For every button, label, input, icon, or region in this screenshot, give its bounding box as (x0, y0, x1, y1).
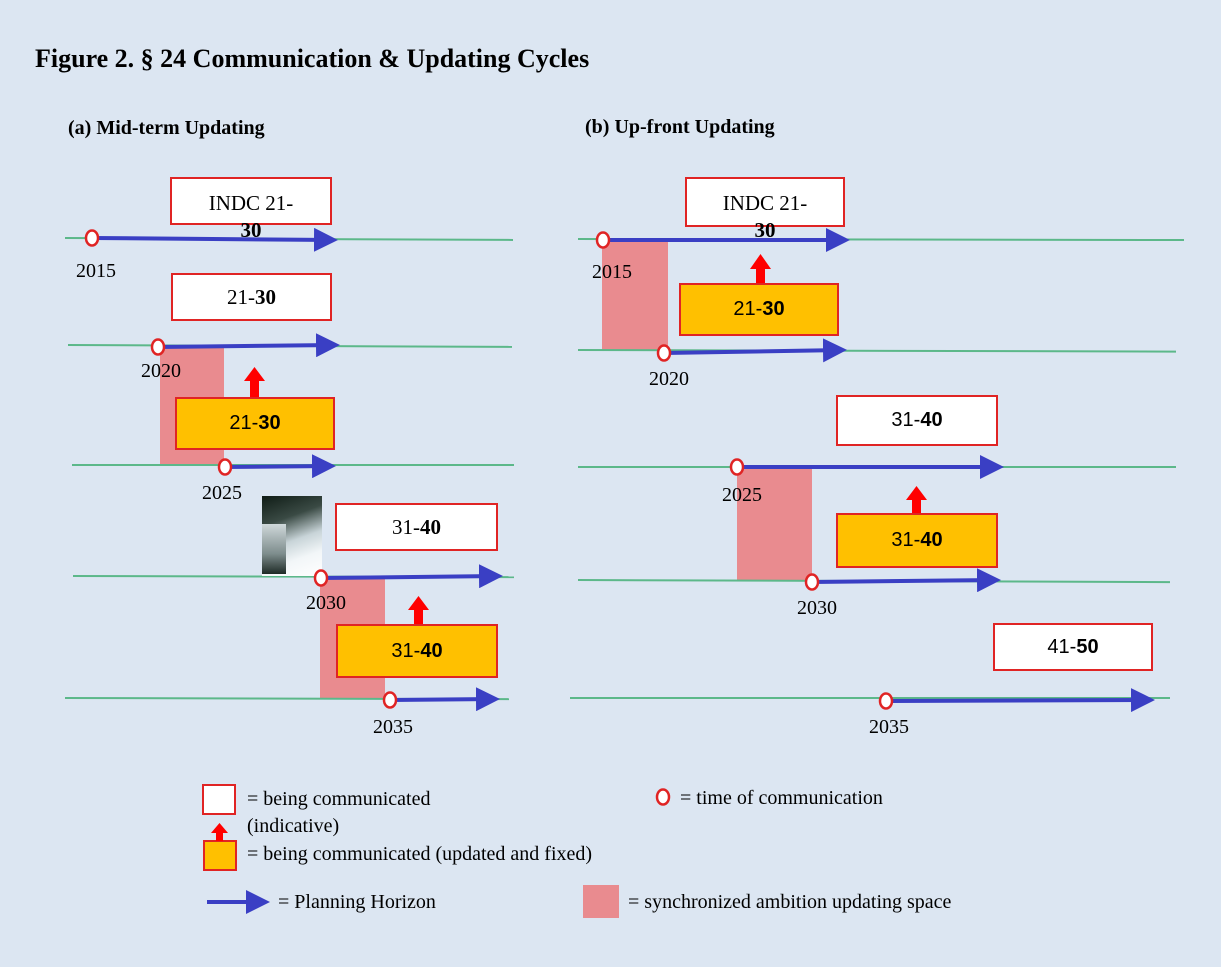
legend-sync-swatch (583, 885, 619, 918)
panel-a-communication-point-2025 (217, 458, 233, 476)
legend-horizon-text: = Planning Horizon (278, 891, 436, 913)
box-label-prefix: 31- (891, 529, 921, 551)
panel-b-communication-point-2020 (656, 344, 672, 362)
panel-b-year-2020: 2020 (649, 368, 689, 390)
legend-communication-point (655, 788, 671, 806)
box-label-prefix: 41- (1047, 635, 1077, 658)
box-label-period: 50 (1076, 635, 1099, 658)
panel-a-horizon-arrow-2035 (389, 687, 500, 712)
panel-b-horizon-arrow-2035 (885, 688, 1155, 713)
panel-b-update-arrow-1 (750, 254, 771, 283)
panel-a-horizon-arrow-2020 (157, 333, 340, 358)
legend-communicated-text: = being communicated (247, 788, 431, 810)
panel-b-update-arrow-2 (906, 486, 927, 513)
legend-sync-text: = synchronized ambition updating space (628, 891, 952, 913)
panel-b-update-space-2 (737, 467, 812, 581)
box-label-period: 40 (420, 639, 443, 662)
box-label-period: 30 (255, 284, 276, 309)
panel-b-communication-point-2035 (878, 692, 894, 710)
panel-b-communication-point-2030 (804, 573, 820, 591)
panel-a-communication-point-2015 (84, 229, 100, 247)
panel-b-indicative-box-2: 41-50 (993, 623, 1153, 671)
panel-b-timeline-2035 (570, 697, 1170, 699)
panel-a-horizon-arrow-2030 (320, 564, 503, 589)
panel-a-year-2025: 2025 (202, 482, 242, 504)
panel-a-indc-label: INDC 21- (208, 191, 294, 215)
box-label-prefix: 31- (391, 639, 421, 662)
box-label-prefix: 21- (229, 412, 259, 434)
panel-a-year-2020: 2020 (141, 360, 181, 382)
panel-b-indc-period: 30 (754, 218, 776, 242)
panel-b-indc-label: INDC 21- (722, 191, 808, 215)
panel-b-communication-point-2025 (729, 458, 745, 476)
panel-a-updated-box-1: 21-30 (175, 397, 335, 450)
legend-time-text: = time of communication (680, 787, 883, 809)
figure-title: Figure 2. § 24 Communication & Updating … (35, 44, 590, 73)
panel-b-communication-point-2015 (595, 231, 611, 249)
panel-a-communication-point-2030 (313, 569, 329, 587)
box-label-period: 30 (258, 412, 281, 434)
legend-updated-text: = being communicated (updated and fixed) (247, 843, 593, 865)
panel-a-indicative-box-2: 31-40 (335, 503, 498, 551)
panel-a-indc-period: 30 (240, 218, 262, 242)
panel-b-update-space-1 (602, 240, 668, 351)
box-label-prefix: 31- (891, 409, 921, 431)
box-label-period: 40 (920, 409, 943, 431)
panel-a-indc-box: INDC 21- 30 (170, 177, 332, 242)
panel-a-year-2015: 2015 (76, 260, 116, 282)
panel-b-horizon-arrow-2020 (663, 338, 847, 363)
panel-b-subtitle: (b) Up-front Updating (585, 116, 775, 138)
panel-b-year-2035: 2035 (869, 716, 909, 738)
panel-b-horizon-arrow-2030 (811, 568, 1001, 593)
panel-b-updated-box-2: 31-40 (836, 513, 998, 568)
legend-indicative-swatch (202, 784, 236, 815)
panel-a-horizon-arrow-2025 (224, 454, 336, 479)
panel-a-indicative-box-1: 21-30 (171, 273, 332, 321)
box-label-period: 30 (762, 298, 785, 320)
panel-a-updated-box-2: 31-40 (336, 624, 498, 678)
panel-b-updated-box-1: 21-30 (679, 283, 839, 336)
panel-a-update-arrow-1 (244, 367, 265, 397)
panel-a-communication-point-2035 (382, 691, 398, 709)
waterfall-photo (262, 496, 322, 576)
panel-b-indicative-box-1: 31-40 (836, 395, 998, 446)
panel-b-indc-box: INDC 21- 30 (685, 177, 845, 242)
legend-indicative-text: (indicative) (247, 815, 340, 837)
box-label-prefix: 21- (227, 284, 255, 309)
panel-a-update-arrow-2 (408, 596, 429, 624)
panel-b-year-2015: 2015 (592, 261, 632, 283)
legend-update-arrow (211, 823, 228, 841)
panel-a-horizon-arrow-2015 (91, 227, 338, 252)
panel-b-year-2030: 2030 (797, 597, 837, 619)
panel-b-year-2025: 2025 (722, 484, 762, 506)
panel-a-subtitle: (a) Mid-term Updating (68, 117, 265, 139)
panel-a-year-2035: 2035 (373, 716, 413, 738)
box-label-prefix: 31- (392, 514, 420, 539)
panel-a-year-2030: 2030 (306, 592, 346, 614)
box-label-prefix: 21- (733, 298, 763, 320)
box-label-period: 40 (420, 514, 441, 539)
panel-a-communication-point-2020 (150, 338, 166, 356)
box-label-period: 40 (920, 529, 943, 551)
